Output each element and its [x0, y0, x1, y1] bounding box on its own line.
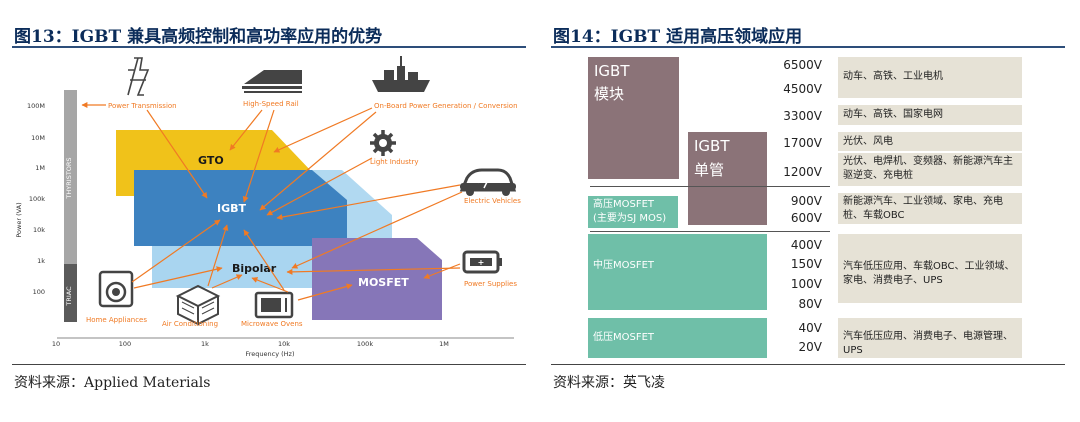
microwave-icon: [254, 291, 294, 319]
battery-icon: +: [462, 250, 502, 274]
igbt-region: [134, 170, 347, 246]
figure-14-source: 资料来源：英飞凌: [553, 375, 665, 391]
mosfet-region: [312, 238, 442, 320]
thyristors-label: THYRISTORS: [65, 157, 73, 199]
voltage-label: 40V: [798, 321, 822, 335]
y-tick: 100k: [29, 195, 45, 203]
home-appliances-label: Home Appliances: [86, 316, 147, 324]
figure-13-source: 资料来源：Applied Materials: [14, 375, 211, 391]
y-tick: 100: [33, 288, 45, 296]
triac-bar: [64, 264, 77, 322]
x-tick: 10: [52, 340, 60, 348]
triac-label: TRIAC: [65, 286, 73, 307]
y-axis-title: Power (VA): [15, 202, 23, 237]
voltage-label: 80V: [798, 297, 822, 311]
lv-mosfet-label: 低压MOSFET: [593, 332, 655, 343]
lv-mosfet-block: 低压MOSFET: [588, 318, 767, 358]
light-industry-label: Light Industry: [370, 158, 419, 166]
microwave-ovens-label: Microwave Ovens: [241, 320, 303, 328]
voltage-label: 600V: [790, 211, 822, 225]
application-box: 光伏、电焊机、变频器、新能源汽车主驱逆变、充电桩: [838, 153, 1022, 186]
train-icon: [242, 70, 302, 93]
application-box: 动车、高铁、国家电网: [838, 105, 1022, 125]
voltage-label: 6500V: [783, 58, 822, 72]
y-tick: 1M: [35, 164, 45, 172]
voltage-label: 20V: [798, 340, 822, 354]
hv-mosfet-label-line1: 高压MOSFET: [593, 199, 655, 210]
voltage-label: 150V: [790, 257, 822, 271]
figure-13-title: 图13：IGBT 兼具高频控制和高功率应用的优势: [14, 27, 383, 47]
bipolar-region: [152, 246, 312, 288]
x-tick: 1M: [439, 340, 449, 348]
power-transmission-label: Power Transmission: [108, 102, 177, 110]
application-box: 光伏、风电: [838, 132, 1022, 151]
mosfet-label: MOSFET: [358, 276, 409, 289]
x-tick: 10k: [278, 340, 290, 348]
voltage-label: 400V: [790, 238, 822, 252]
car-icon: [459, 168, 517, 196]
air-conditioner-icon: [175, 284, 221, 326]
high-speed-rail-label: High-Speed Rail: [243, 100, 299, 108]
arrows: [81, 102, 463, 301]
igbt-module-label-line1: IGBT: [594, 62, 630, 80]
application-box: 汽车低压应用、消费电子、电源管理、UPS: [838, 318, 1022, 358]
hv-mosfet-label-line2: (主要为SJ MOS): [593, 213, 667, 224]
washing-machine-icon: [98, 270, 134, 308]
power-tower-icon: [127, 57, 150, 96]
y-tick: 1k: [37, 257, 45, 265]
application-box: 汽车低压应用、车载OBC、工业领域、家电、消费电子、UPS: [838, 234, 1022, 303]
igbt-module-label-line2: 模块: [594, 85, 625, 103]
svg-text:+: +: [478, 258, 485, 267]
figure-13-title-rule: [12, 46, 526, 48]
figure-14-bottom-rule: [551, 364, 1065, 365]
voltage-label: 4500V: [783, 82, 822, 96]
x-tick: 1k: [201, 340, 209, 348]
voltage-label: 1200V: [783, 165, 822, 179]
x-axis-title: Frequency (Hz): [245, 350, 294, 358]
igbt-discrete-label-line2: 单管: [694, 161, 725, 179]
igbt-discrete-block: IGBT 单管: [688, 132, 767, 225]
y-tick: 10M: [31, 134, 45, 142]
gear-icon: [370, 130, 396, 156]
y-tick: 100M: [27, 102, 45, 110]
power-supplies-label: Power Supplies: [464, 280, 517, 288]
igbt-discrete-label-line1: IGBT: [694, 137, 730, 155]
figure-14-title-rule: [551, 46, 1065, 48]
hv-mosfet-block: 高压MOSFET (主要为SJ MOS): [588, 196, 678, 228]
application-box: 新能源汽车、工业领域、家电、充电桩、车载OBC: [838, 193, 1022, 224]
voltage-label: 1700V: [783, 136, 822, 150]
figure-13-bottom-rule: [12, 364, 526, 365]
voltage-label: 3300V: [783, 109, 822, 123]
mv-mosfet-label: 中压MOSFET: [593, 260, 655, 271]
igbt-label: IGBT: [217, 202, 247, 215]
igbt-module-block: IGBT 模块: [588, 57, 679, 179]
on-board-power-label: On-Board Power Generation / Conversion: [374, 102, 518, 110]
thyristors-bar: [64, 90, 77, 266]
figure-14-title: 图14：IGBT 适用高压领域应用: [553, 27, 803, 47]
divider-line: [590, 231, 830, 232]
voltage-label: 100V: [790, 277, 822, 291]
bipolar-label: Bipolar: [232, 262, 277, 275]
x-tick: 100k: [357, 340, 373, 348]
voltage-label: 900V: [790, 194, 822, 208]
divider-line: [590, 186, 830, 187]
gto-label: GTO: [198, 154, 224, 167]
mv-mosfet-block: 中压MOSFET: [588, 234, 767, 310]
y-tick: 10k: [33, 226, 45, 234]
ship-icon: [372, 56, 430, 92]
power-frequency-chart: THYRISTORS TRIAC GTO IGBT Bipolar MOSFET…: [12, 50, 528, 362]
air-conditioning-label: Air Conditioning: [162, 320, 218, 328]
electric-vehicles-label: Electric Vehicles: [464, 197, 521, 205]
application-box: 动车、高铁、工业电机: [838, 57, 1022, 98]
x-tick: 100: [119, 340, 131, 348]
